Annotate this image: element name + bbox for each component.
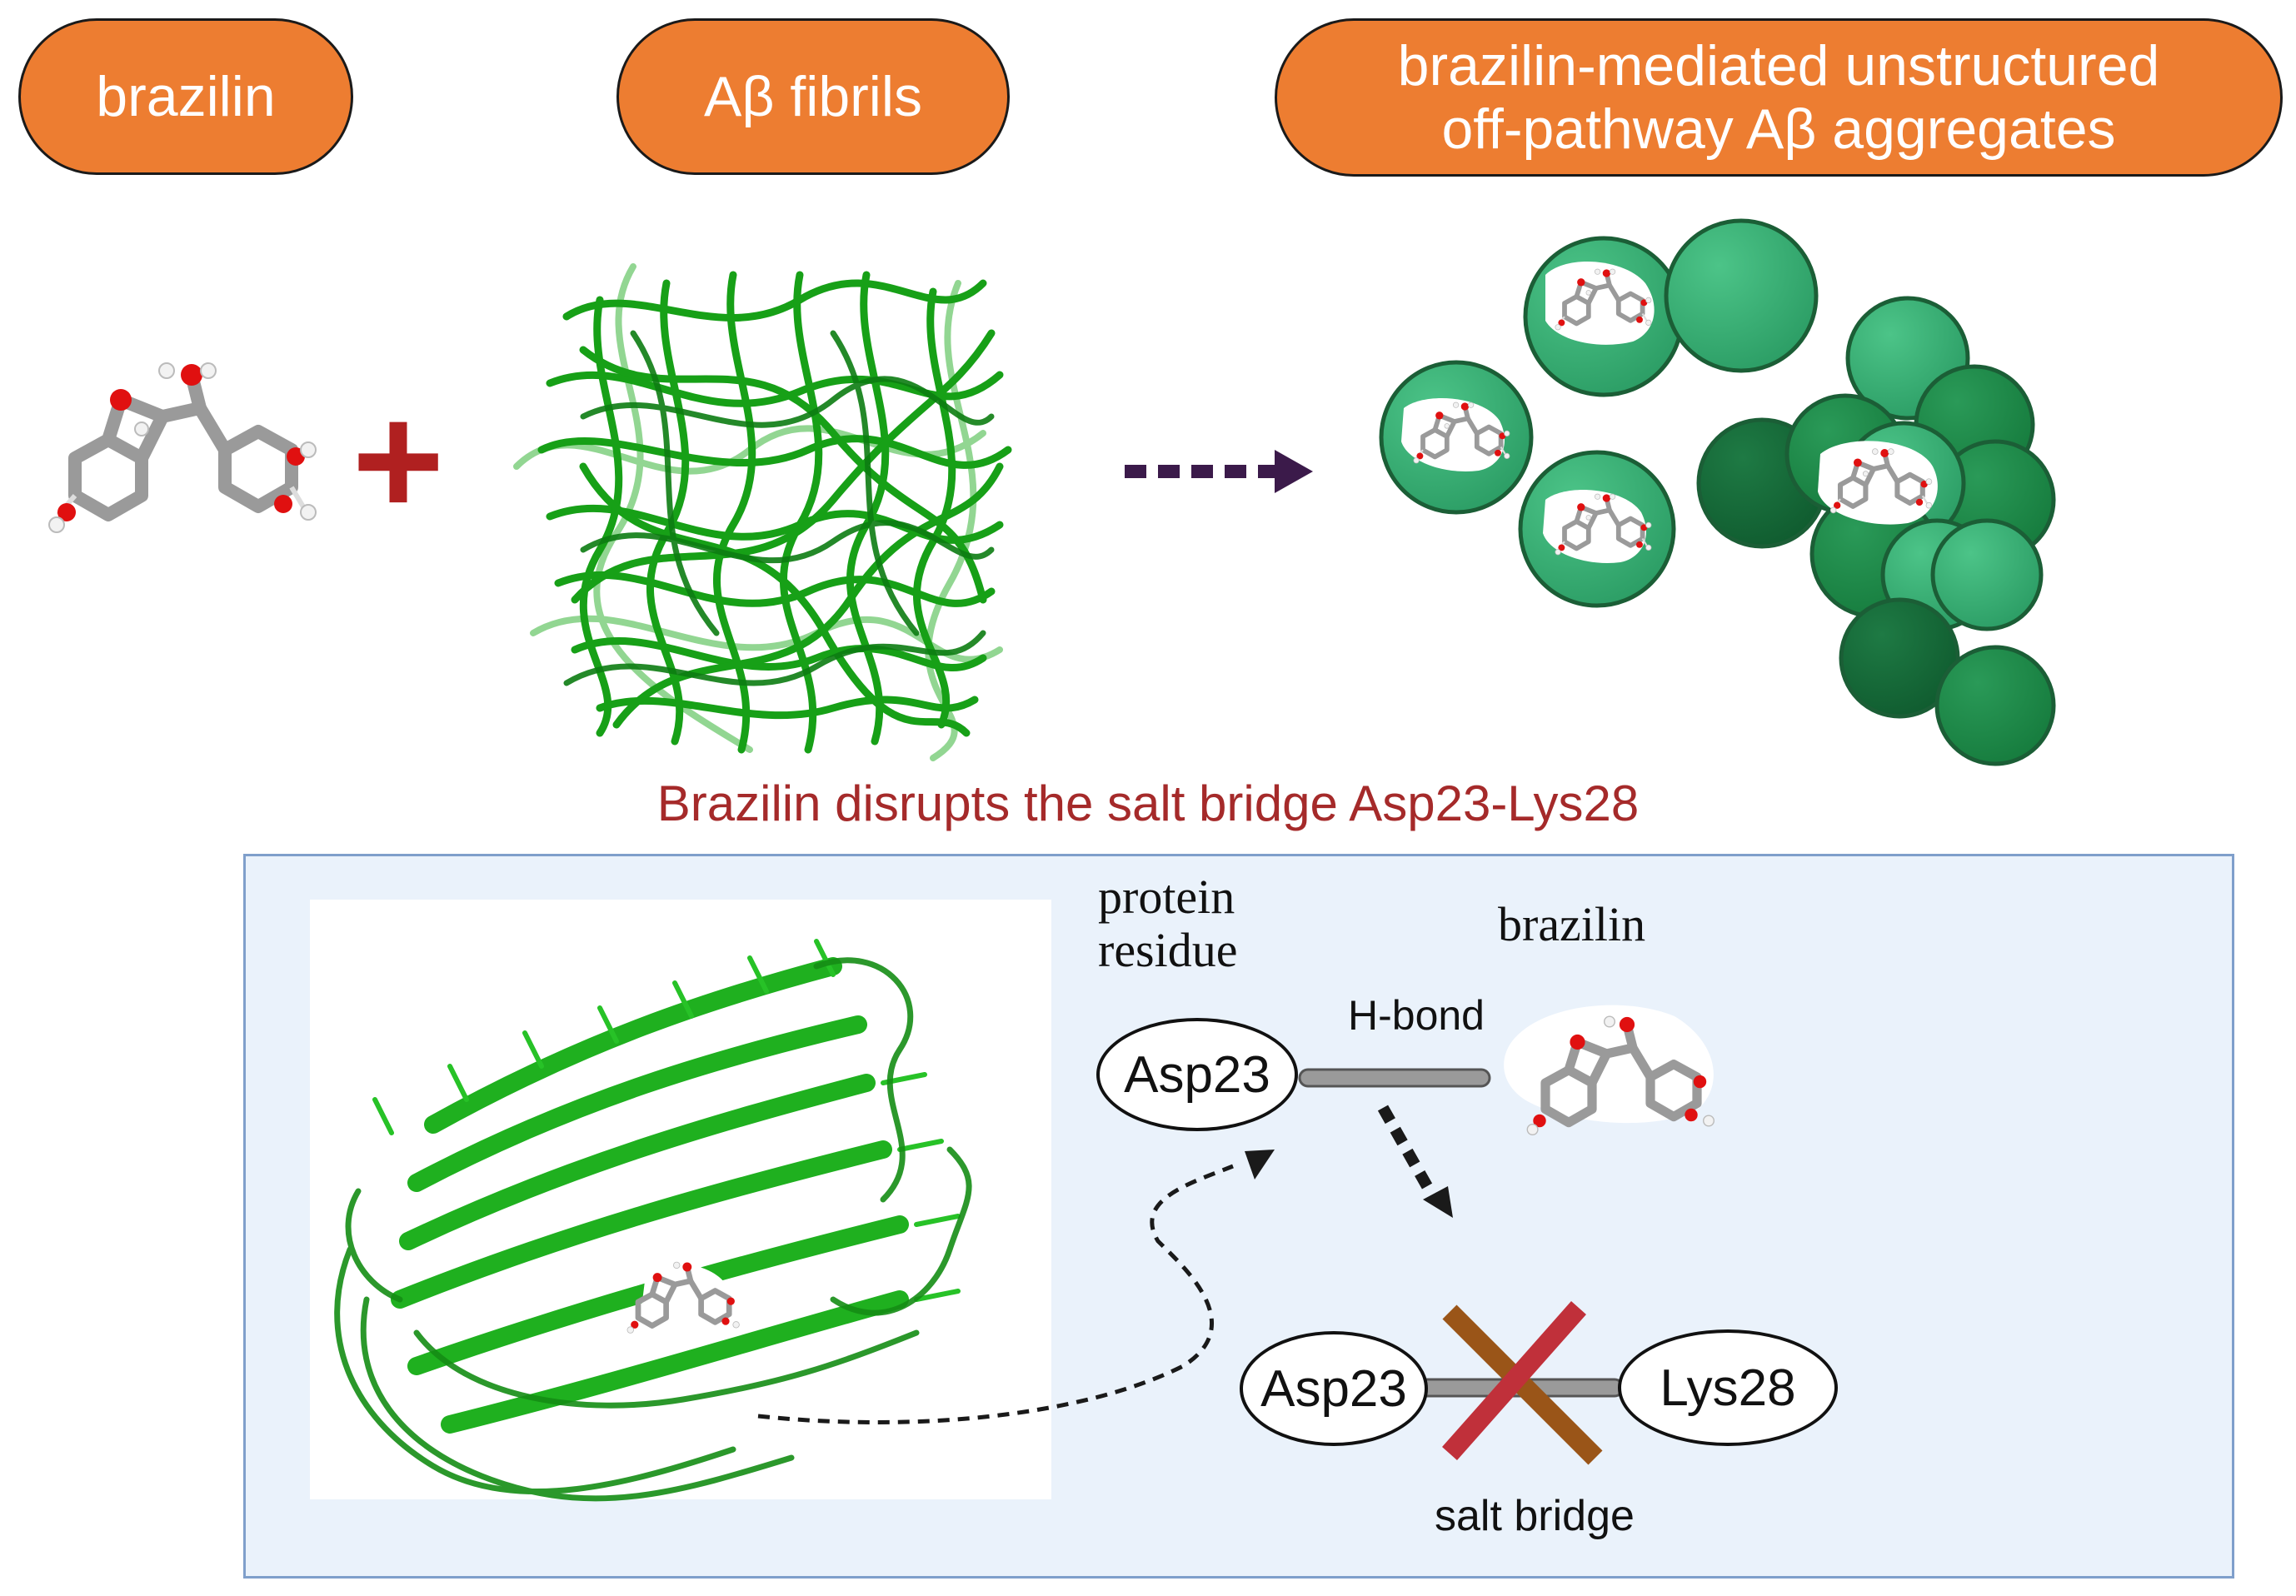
lys28-label: Lys28 (1660, 1359, 1796, 1417)
curved-dotted-arrow-icon (757, 1150, 1275, 1424)
top-illustration: + (0, 218, 2056, 766)
aggregates-line-2: off-pathway Aβ aggregates (1441, 97, 2116, 161)
asp23-top-label: Asp23 (1124, 1045, 1270, 1104)
asp23-top-node: Asp23 (1096, 1018, 1298, 1131)
fibril-tangle-icon (513, 263, 1012, 761)
fibrils-pill: Aβ fibrils (616, 18, 1010, 175)
lys28-node: Lys28 (1618, 1329, 1838, 1446)
aggregates-pill: brazilin-mediated unstructured off-pathw… (1275, 18, 2283, 177)
brazilin-pill-label: brazilin (96, 65, 276, 128)
hbond-bar (1298, 1068, 1491, 1088)
cross-out-icon (1442, 1301, 1603, 1465)
brazilin-pill: brazilin (18, 18, 353, 175)
protein-residue-label: protein residue (1098, 870, 1238, 977)
asp23-bottom-node: Asp23 (1240, 1331, 1428, 1446)
salt-bridge-caption: Brazilin disrupts the salt bridge Asp23-… (656, 776, 1640, 831)
protein-residue-line-2: residue (1098, 923, 1238, 977)
asp23-bottom-label: Asp23 (1260, 1359, 1407, 1418)
panel-brazilin-label: brazilin (1498, 897, 1646, 951)
fibrils-pill-label: Aβ fibrils (703, 65, 923, 128)
down-dotted-arrow-icon (1377, 1105, 1453, 1218)
dotted-arrow-icon (1125, 450, 1313, 493)
plus-sign: + (352, 372, 445, 549)
protein-residue-line-1: protein (1098, 870, 1235, 924)
beta-sheet-protein-icon (334, 939, 972, 1502)
sphere-molecule-blobs (1401, 261, 1938, 563)
aggregates-pill-text: brazilin-mediated unstructured off-pathw… (1398, 34, 2160, 161)
aggregates-line-1: brazilin-mediated unstructured (1397, 34, 2160, 97)
hbond-label: H-bond (1348, 992, 1485, 1039)
salt-bridge-label: salt bridge (1435, 1492, 1635, 1540)
